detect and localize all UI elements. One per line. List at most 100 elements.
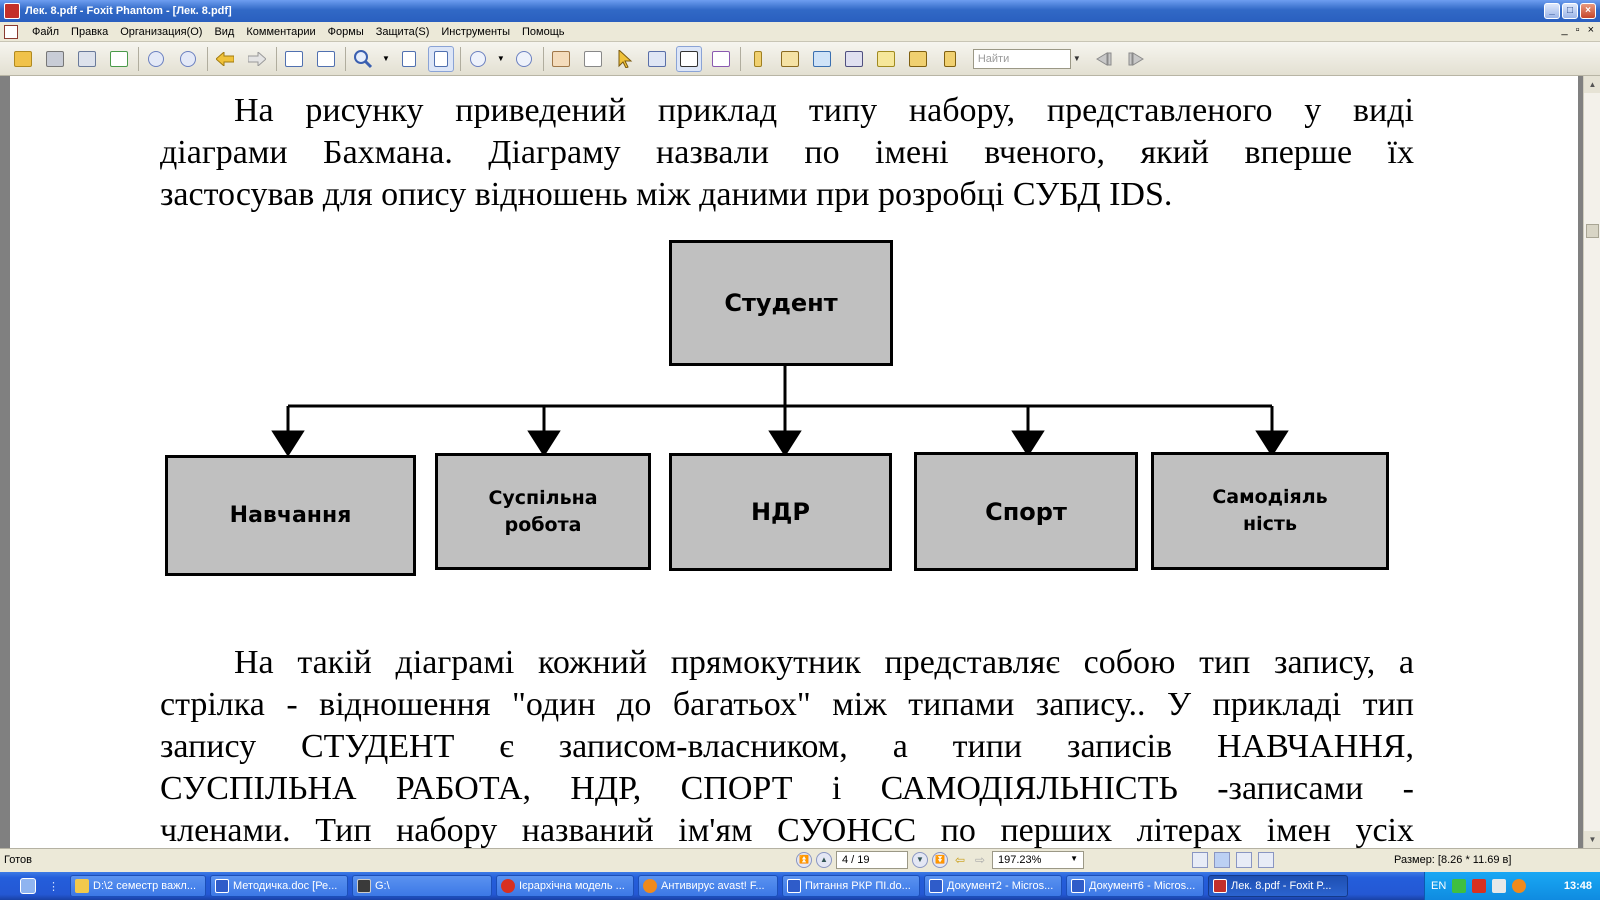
- fit-page-button[interactable]: [396, 46, 422, 72]
- taskbar-item[interactable]: D:\2 семестр важл...: [70, 875, 206, 897]
- volume-icon[interactable]: [1492, 879, 1507, 893]
- menu-file[interactable]: Файл: [32, 25, 60, 38]
- insert-page-button[interactable]: [281, 46, 307, 72]
- pdf-page: На рисунку приведений приклад типу набор…: [10, 76, 1578, 848]
- forward-view-icon[interactable]: ⇨: [974, 853, 986, 867]
- show-desktop-icon[interactable]: [20, 878, 36, 894]
- taskbar-item-label: Лек. 8.pdf - Foxit P...: [1231, 880, 1332, 892]
- fit-width-button[interactable]: [427, 45, 454, 72]
- document-icon[interactable]: [4, 24, 18, 39]
- facing-page-icon[interactable]: [1236, 852, 1252, 868]
- menu-forms[interactable]: Формы: [327, 25, 364, 38]
- avast-tray-icon[interactable]: [1512, 879, 1527, 893]
- select-text-button[interactable]: [580, 46, 606, 72]
- attach-button[interactable]: [745, 46, 771, 72]
- security-icon[interactable]: [1472, 879, 1487, 893]
- reflow-button[interactable]: [708, 46, 734, 72]
- doc-close-button[interactable]: ×: [1587, 24, 1594, 36]
- search-next-button[interactable]: [1123, 46, 1149, 72]
- print-button[interactable]: [74, 46, 100, 72]
- zoom-level-field[interactable]: 197.23% ▼: [992, 851, 1084, 869]
- back-button[interactable]: [212, 46, 238, 72]
- prev-page-status-icon[interactable]: ▲: [816, 852, 832, 868]
- continuous-page-icon[interactable]: [1214, 852, 1230, 868]
- doc-minimize-button[interactable]: _: [1561, 24, 1568, 36]
- stamp-button[interactable]: [777, 46, 803, 72]
- status-text: Готов: [4, 854, 32, 866]
- typewriter-button[interactable]: [675, 45, 702, 72]
- open-button[interactable]: [10, 46, 36, 72]
- zoom-plus-button[interactable]: [511, 46, 537, 72]
- foxit-app-icon[interactable]: [4, 3, 20, 19]
- menu-protect[interactable]: Защита(S): [375, 25, 430, 38]
- search-input[interactable]: Найти: [972, 48, 1071, 69]
- taskbar-item-active[interactable]: Лек. 8.pdf - Foxit P...: [1208, 875, 1348, 897]
- diagram-child-label: Спорт: [985, 497, 1067, 526]
- vertical-scrollbar[interactable]: ▲ ▼: [1583, 76, 1600, 848]
- zoom-level-dropdown-icon[interactable]: ▼: [496, 54, 505, 63]
- video-button[interactable]: [841, 46, 867, 72]
- document-viewport[interactable]: На рисунку приведений приклад типу набор…: [0, 76, 1600, 848]
- minimize-button[interactable]: _: [1544, 3, 1560, 19]
- save-button[interactable]: [42, 46, 68, 72]
- single-page-icon[interactable]: [1192, 852, 1208, 868]
- taskbar-item[interactable]: Антивирус avast! F...: [638, 875, 778, 897]
- taskbar-item[interactable]: Ієрархічна модель ...: [496, 875, 634, 897]
- first-page-icon[interactable]: ⏫: [796, 852, 812, 868]
- menu-organize[interactable]: Организация(О): [120, 25, 203, 38]
- scrollbar-thumb[interactable]: [1586, 224, 1599, 238]
- doc-restore-button[interactable]: ▫: [1575, 24, 1580, 36]
- taskbar-item[interactable]: Документ2 - Micros...: [924, 875, 1062, 897]
- hand-tool-button[interactable]: [548, 46, 574, 72]
- toolbar: ▼ ▼ Найти ▼: [0, 42, 1600, 76]
- text-line: На рисунку приведений приклад типу набор…: [160, 90, 1414, 132]
- video-icon: [844, 50, 863, 67]
- next-page-status-icon[interactable]: ▼: [912, 852, 928, 868]
- select-annot-button[interactable]: [612, 46, 638, 72]
- edit-button[interactable]: [937, 46, 963, 72]
- close-button[interactable]: ×: [1580, 3, 1596, 19]
- language-indicator[interactable]: EN: [1431, 880, 1447, 892]
- search-prev-button[interactable]: [1091, 46, 1117, 72]
- network-icon[interactable]: [1452, 879, 1467, 893]
- forward-button[interactable]: [244, 46, 270, 72]
- taskbar-item-label: Ієрархічна модель ...: [519, 880, 625, 892]
- highlight-button[interactable]: [873, 46, 899, 72]
- continuous-facing-icon[interactable]: [1258, 852, 1274, 868]
- menu-view[interactable]: Вид: [214, 25, 235, 38]
- zoom-dropdown-icon[interactable]: ▼: [382, 54, 390, 63]
- zoom-out-button[interactable]: [465, 46, 491, 72]
- taskbar-item[interactable]: Методичка.doc [Ре...: [210, 875, 348, 897]
- taskbar-item[interactable]: Питання РКР ПІ.do...: [782, 875, 920, 897]
- search-dropdown-icon[interactable]: ▼: [1072, 54, 1081, 63]
- snapshot-button[interactable]: [644, 46, 670, 72]
- zoom-dropdown-icon[interactable]: ▼: [1070, 854, 1078, 863]
- prev-page-button[interactable]: [143, 46, 169, 72]
- image-icon: [812, 50, 831, 67]
- zoom-in-button[interactable]: [350, 46, 376, 72]
- restore-button[interactable]: □: [1562, 3, 1578, 19]
- pencil-button[interactable]: [905, 46, 931, 72]
- menu-help[interactable]: Помощь: [521, 25, 565, 38]
- next-page-button[interactable]: [175, 46, 201, 72]
- clock[interactable]: 13:48: [1563, 880, 1592, 892]
- diagram-child-box: Навчання: [165, 455, 416, 576]
- image-button[interactable]: [809, 46, 835, 72]
- scroll-down-icon[interactable]: ▼: [1584, 831, 1600, 848]
- page-navigation: ⏫ ▲ 4 / 19 ▼ ⏬ ⇦ ⇨ 197.23% ▼: [796, 851, 1084, 869]
- page-number-field[interactable]: 4 / 19: [836, 851, 908, 869]
- taskbar-item[interactable]: G:\: [352, 875, 492, 897]
- last-page-icon[interactable]: ⏬: [932, 852, 948, 868]
- arrow-head: [527, 430, 561, 457]
- menu-edit[interactable]: Правка: [71, 25, 109, 38]
- email-button[interactable]: [106, 46, 132, 72]
- text-line: членами. Тип набору названий ім'ям СУОНС…: [160, 812, 1414, 848]
- taskbar-item[interactable]: Документ6 - Micros...: [1066, 875, 1204, 897]
- menu-tools[interactable]: Инструменты: [441, 25, 510, 38]
- edit-icon: [943, 50, 956, 67]
- extract-page-button[interactable]: [313, 46, 339, 72]
- menu-comments[interactable]: Комментарии: [246, 25, 316, 38]
- window-title: Лек. 8.pdf - Foxit Phantom - [Лек. 8.pdf…: [25, 5, 232, 17]
- scroll-up-icon[interactable]: ▲: [1584, 76, 1600, 93]
- back-view-icon[interactable]: ⇦: [954, 853, 966, 867]
